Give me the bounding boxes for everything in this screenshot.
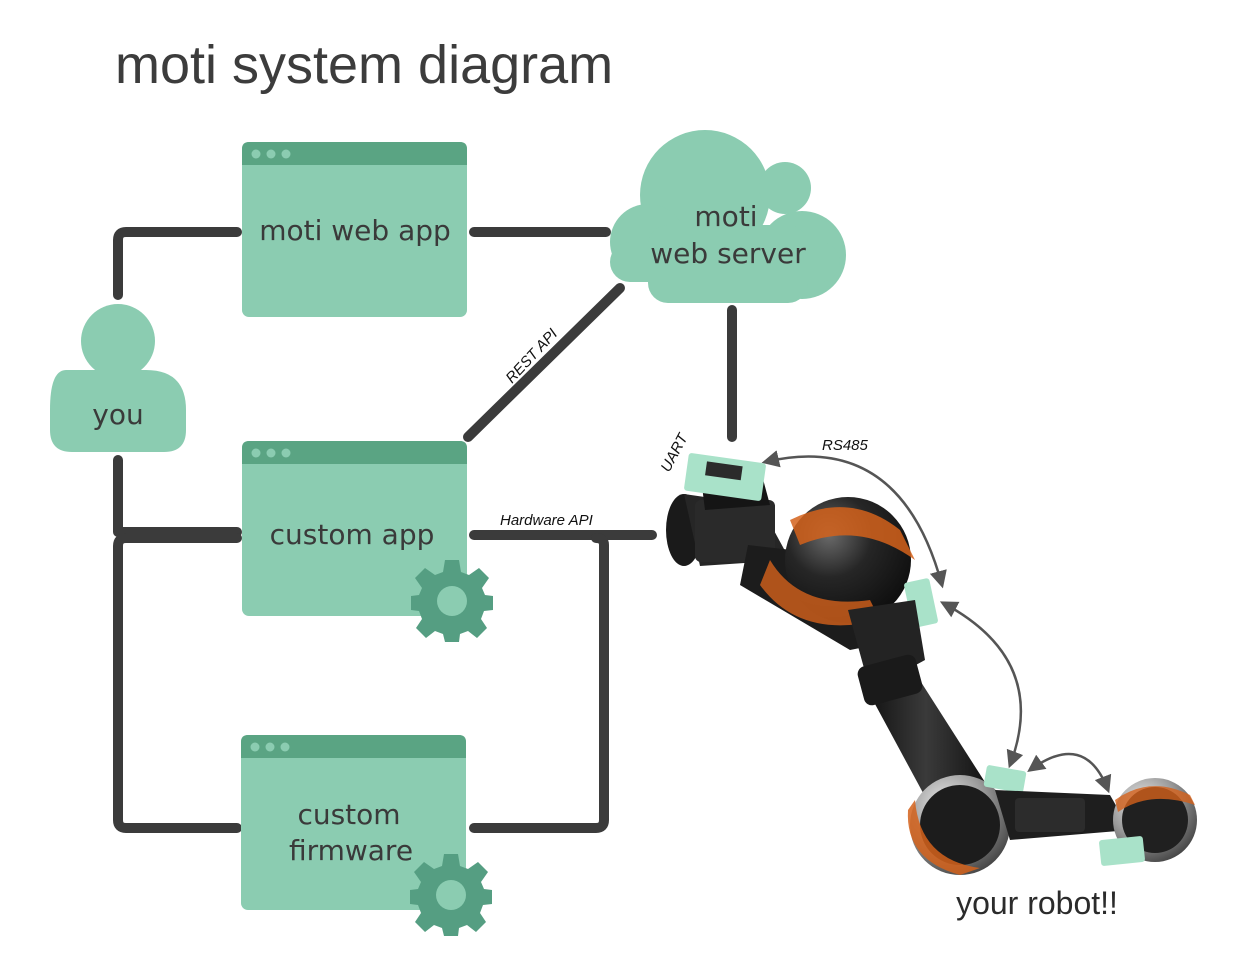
connector-icon <box>1099 836 1145 866</box>
node-moti-web-server[interactable]: moti web server <box>610 130 846 303</box>
window-title-bar <box>241 735 466 758</box>
bus-arrows <box>761 450 1112 794</box>
arrow-rs485-top <box>761 450 947 589</box>
robot-label: your robot!! <box>956 885 1118 921</box>
wire-rest-api <box>463 283 625 442</box>
gear-icon <box>411 560 493 642</box>
page-title: moti system diagram <box>115 35 613 95</box>
window-body <box>241 735 466 910</box>
person-icon <box>50 304 186 452</box>
wire-left-bus <box>113 533 242 833</box>
window-dots-icon <box>250 742 290 752</box>
window-dots-icon <box>251 149 291 159</box>
edge-label-hardware-api: Hardware API <box>500 512 593 529</box>
node-custom-app[interactable]: custom app <box>242 441 493 642</box>
node-label-line2: web server <box>650 237 806 270</box>
connector-icon <box>983 765 1027 793</box>
connection-lines <box>113 227 737 833</box>
node-label: you <box>92 398 143 431</box>
wire-you-webapp <box>113 227 242 300</box>
node-label-line2: firmware <box>289 834 413 867</box>
window-body <box>242 142 467 317</box>
wire-you-customapp <box>113 455 242 537</box>
window-body <box>242 441 467 616</box>
node-label: custom app <box>270 518 435 551</box>
connector-icon <box>684 453 766 501</box>
node-moti-web-app[interactable]: moti web app <box>242 142 467 317</box>
arrow-rs485-middle <box>939 601 1024 769</box>
window-dots-icon <box>251 448 291 458</box>
arrow-rs485-bottom <box>1027 752 1112 794</box>
robot-arm-image <box>666 453 1197 875</box>
gear-icon <box>410 854 492 936</box>
edge-label-rs485: RS485 <box>822 437 869 454</box>
window-title-bar <box>242 142 467 165</box>
node-you[interactable]: you <box>50 304 186 452</box>
window-title-bar <box>242 441 467 464</box>
node-label-line1: custom <box>297 798 400 831</box>
node-custom-firmware[interactable]: custom firmware <box>241 735 492 936</box>
node-label-line1: moti <box>694 200 757 233</box>
node-label: moti web app <box>259 214 451 247</box>
cloud-icon <box>610 130 846 303</box>
wire-firmware-bus <box>469 533 609 833</box>
